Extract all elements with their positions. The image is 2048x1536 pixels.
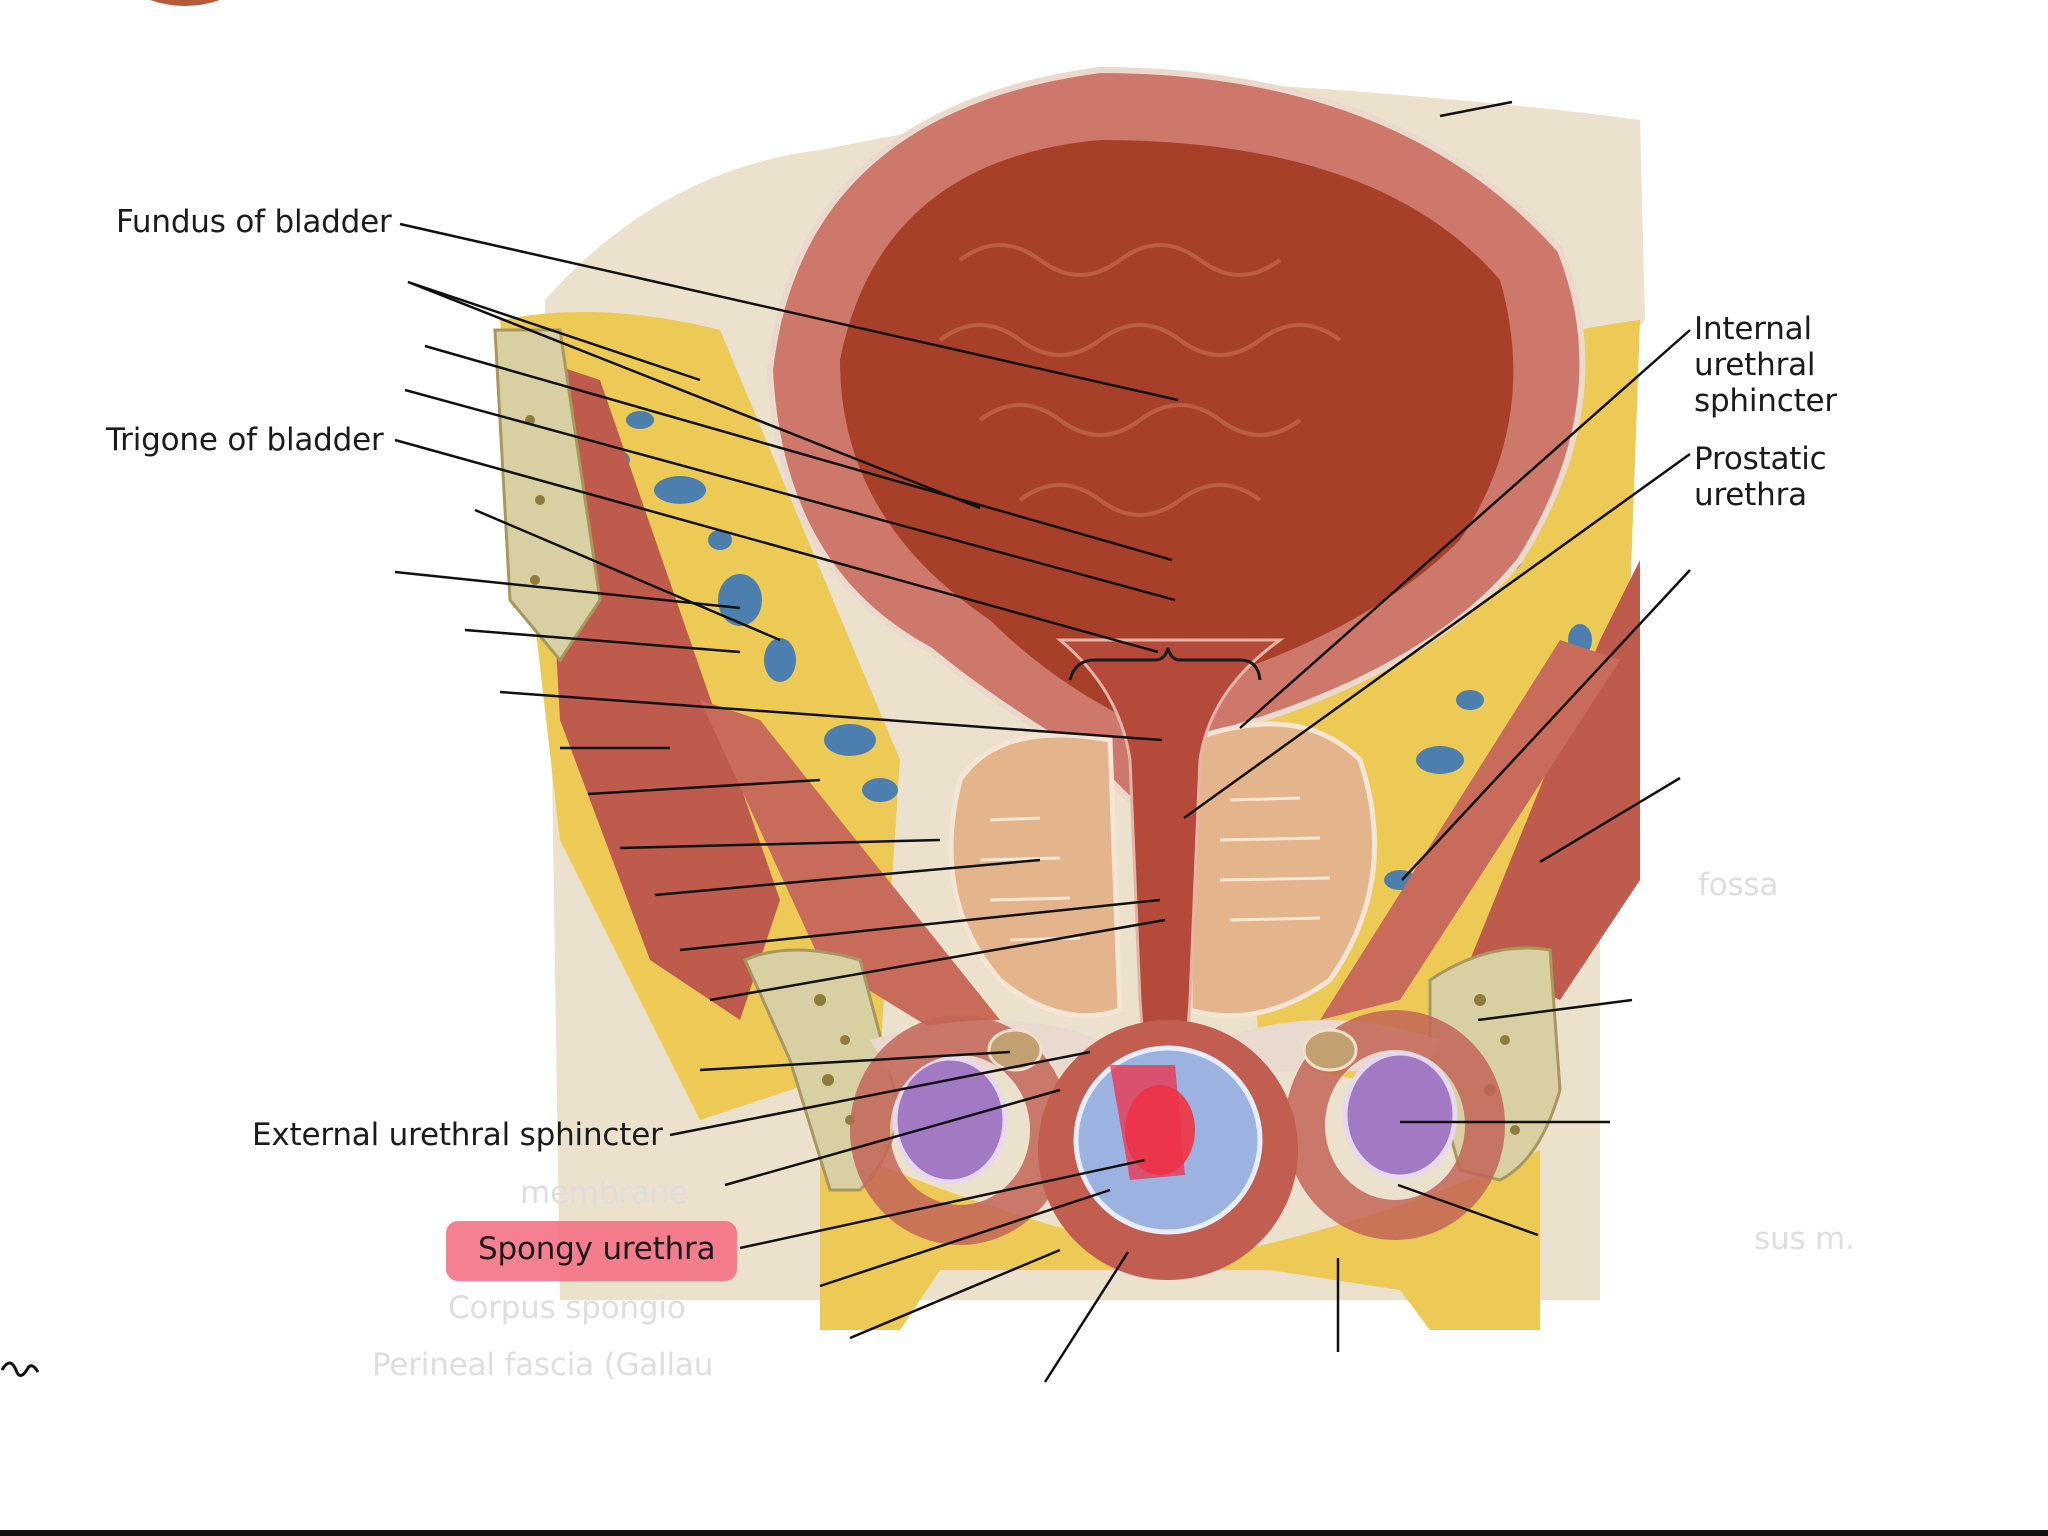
- label-prostatic-urethra-line1: Prostatic: [1694, 441, 1827, 477]
- label-external-urethral-sphincter: External urethral sphincter: [252, 1117, 663, 1153]
- signature-mark: [0, 1361, 40, 1377]
- label-internal-urethral-sphincter-line1: Internal: [1694, 311, 1812, 347]
- levator-ani-left: [700, 700, 1000, 1040]
- label-spongy-urethra: Spongy urethra: [478, 1231, 716, 1267]
- bladder-rugae: [938, 243, 1342, 517]
- label-fundus-of-bladder: Fundus of bladder: [116, 204, 392, 240]
- bulbourethral-gland-left: [987, 1028, 1043, 1072]
- bladder-lumen: [840, 140, 1514, 730]
- faded-label-membrane: membrane: [520, 1175, 689, 1211]
- spongy-urethra-highlight-box: [446, 1221, 737, 1281]
- label-prostatic-urethra-line2: urethra: [1694, 477, 1807, 513]
- faded-label-perineal-fascia: Perineal fascia (Gallau: [372, 1347, 714, 1383]
- perineal-fat: [820, 1140, 1540, 1330]
- bulbospongiosus-right: [1285, 1010, 1505, 1240]
- bottom-edge-bar: [0, 1530, 2048, 1536]
- obturator-muscle-left: [540, 360, 780, 1020]
- label-internal-urethral-sphincter-line2: urethral: [1694, 347, 1816, 383]
- faded-label-corpus-spongiosum: Corpus spongio: [448, 1290, 686, 1326]
- levator-ani-right: [1320, 640, 1620, 1020]
- trigone-bracket: [1068, 647, 1262, 681]
- spongy-urethra-highlight: [1110, 1065, 1185, 1180]
- label-internal-urethral-sphincter-line3: sphincter: [1694, 383, 1837, 419]
- prostate-right-lobe: [1187, 721, 1378, 1019]
- crus-right: [1342, 1050, 1458, 1180]
- leader-lines: [394, 100, 1691, 1383]
- cropped-circle: [150, 0, 220, 6]
- label-trigone-of-bladder: Trigone of bladder: [106, 422, 384, 458]
- prostate-texture: [979, 796, 1331, 942]
- faded-label-fossa: fossa: [1698, 867, 1779, 903]
- faded-label-sus-m: sus m.: [1754, 1221, 1855, 1257]
- bulbourethral-gland-right: [1302, 1028, 1358, 1072]
- prostate-left-lobe: [948, 732, 1123, 1019]
